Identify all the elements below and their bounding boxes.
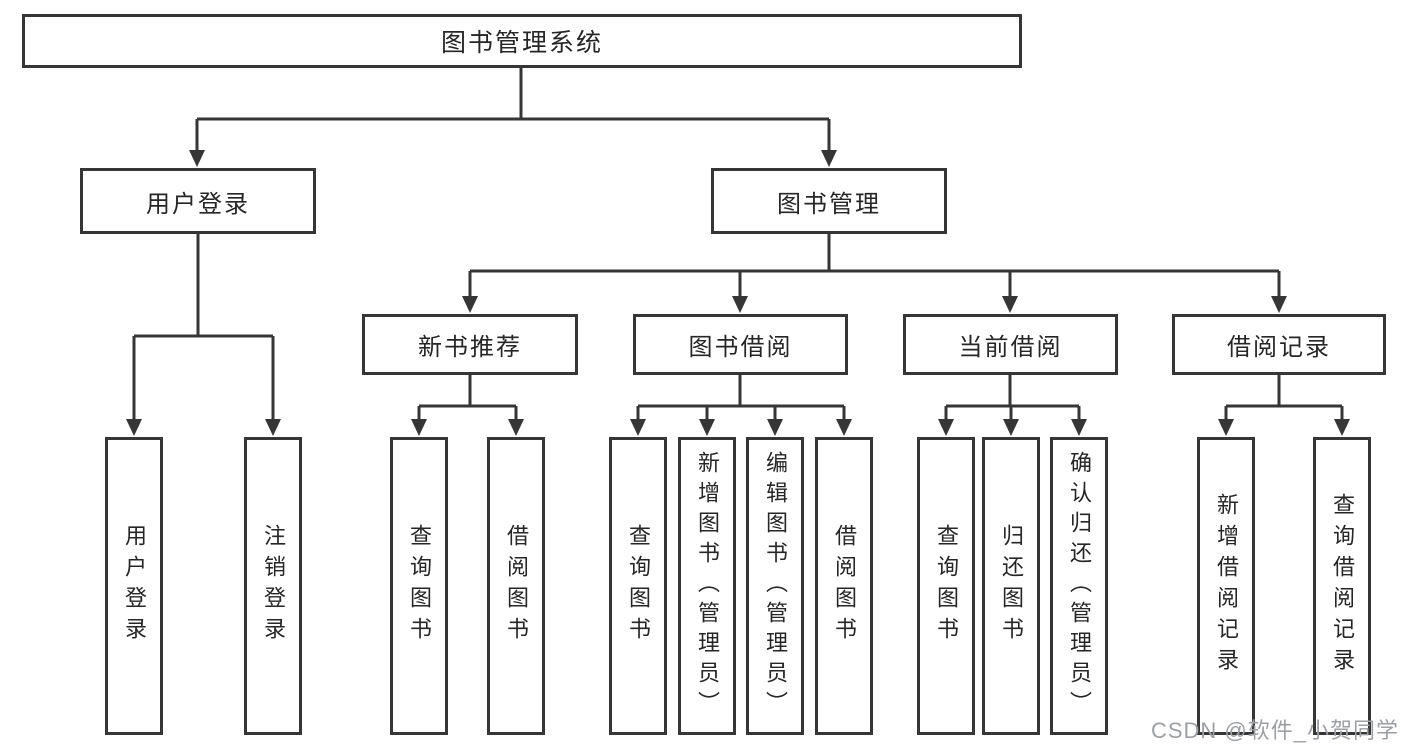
leaf-query-borrow-record: 查询借阅记录 <box>1313 437 1371 735</box>
node-current-borrowing: 当前借阅 <box>903 314 1118 375</box>
leaf-query-books-recommend: 查询图书 <box>390 437 448 735</box>
leaf-user-login: 用户登录 <box>105 437 163 735</box>
node-book-management: 图书管理 <box>711 168 947 234</box>
leaf-confirm-return-admin: 确认归还（管理员） <box>1050 437 1108 735</box>
leaf-return-book: 归还图书 <box>982 437 1040 735</box>
leaf-edit-book-admin: 编辑图书（管理员） <box>746 437 804 735</box>
leaf-query-books-current: 查询图书 <box>917 437 975 735</box>
leaf-logout: 注销登录 <box>244 437 302 735</box>
node-new-book-recommend: 新书推荐 <box>362 314 578 375</box>
leaf-borrow-books: 借阅图书 <box>815 437 873 735</box>
leaf-add-book-admin: 新增图书（管理员） <box>678 437 736 735</box>
node-borrowing-records: 借阅记录 <box>1172 314 1386 375</box>
leaf-query-books-borrowing: 查询图书 <box>609 437 667 735</box>
leaf-add-borrow-record: 新增借阅记录 <box>1197 437 1255 735</box>
node-root: 图书管理系统 <box>22 14 1022 68</box>
watermark: CSDN @软件_小贺同学 <box>1150 718 1399 743</box>
node-book-borrowing: 图书借阅 <box>633 314 848 375</box>
leaf-borrow-books-recommend: 借阅图书 <box>487 437 545 735</box>
node-user-login: 用户登录 <box>80 168 316 234</box>
